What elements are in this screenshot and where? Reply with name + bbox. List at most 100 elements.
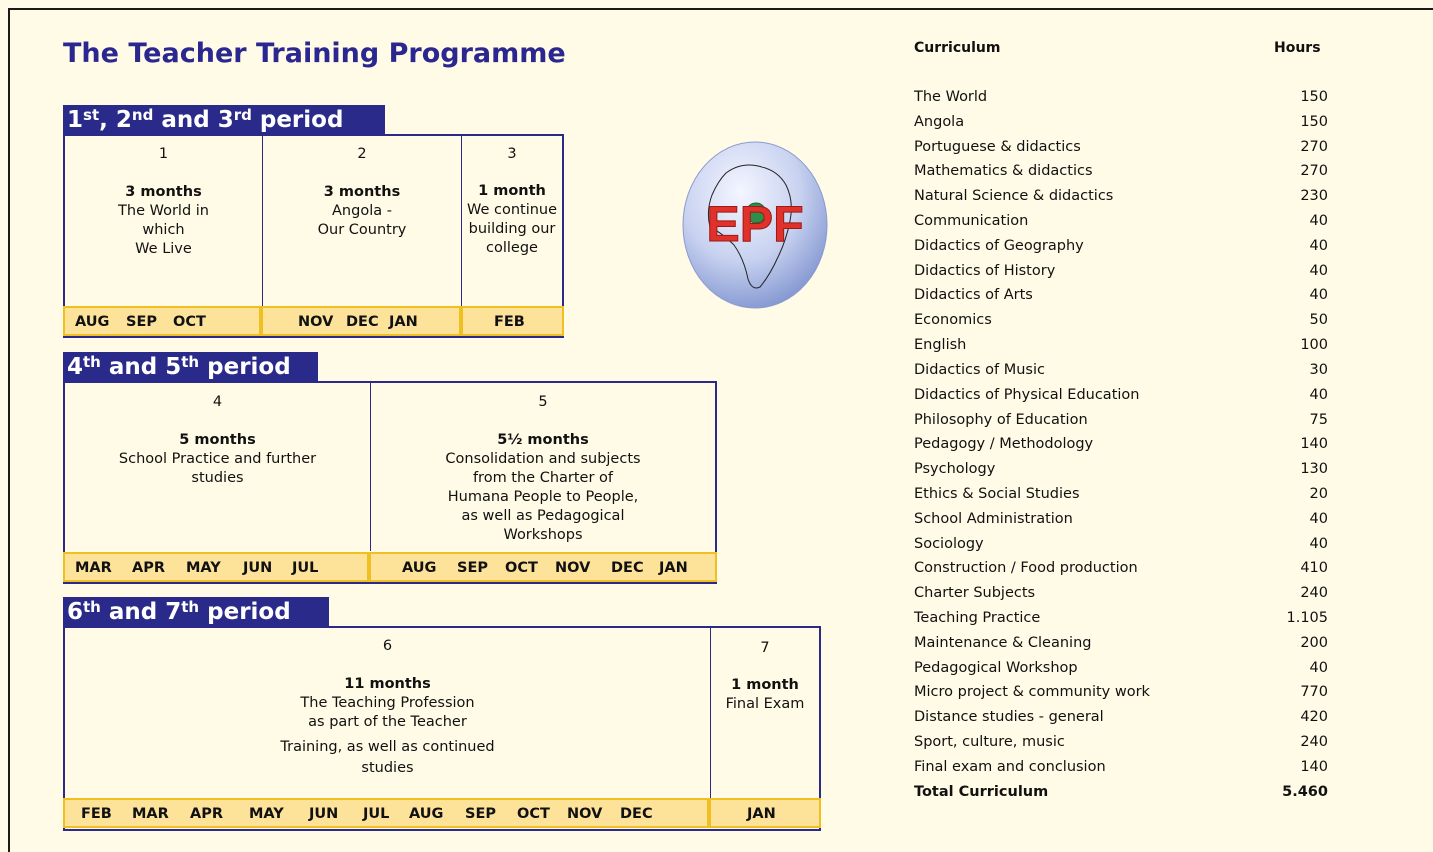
band-text: 6 [67,599,84,625]
subject-name: Economics [914,312,992,329]
band-sup: th [181,353,200,371]
subject-hours: 230 [1300,188,1328,205]
band-sup: rd [233,106,252,124]
period-table-1-3: 1 3 months The World in which We Live 2 … [63,134,564,338]
subject-hours: 75 [1309,411,1328,428]
period-cell-6: 6 11 months The Teaching Profession as p… [65,628,710,800]
month-bar-2: NOV DEC JAN [261,306,461,336]
subject-name: Pedagogy / Methodology [914,436,1094,453]
subject-hours: 40 [1309,287,1328,304]
subject-name: School Administration [914,510,1073,527]
subject-hours: 40 [1309,213,1328,230]
period-number: 4 [212,394,223,410]
period-desc-line: We Live [135,241,192,257]
subject-name: Didactics of Music [914,361,1045,378]
period-desc-line: studies [361,760,414,776]
band-text: period [199,599,291,625]
subject-hours: 270 [1300,163,1328,180]
subject-hours: 100 [1300,337,1328,354]
subject-hours: 30 [1309,361,1328,378]
band-text: 3 [217,107,234,133]
subject-hours: 1.105 [1286,610,1328,626]
subject-hours: 150 [1300,89,1328,105]
month-label: JUN [309,806,339,822]
period-number: 2 [357,146,367,162]
logo-text: EPF [706,196,803,252]
subject-hours: 200 [1300,634,1328,651]
curriculum-row: Sociology 40 [914,536,1328,560]
period-duration: 3 months [125,184,202,200]
divider [370,383,371,551]
band-text: , [99,107,116,133]
period-table-6-7: 6 11 months The Teaching Profession as p… [63,626,821,831]
divider [461,136,462,306]
subject-hours: 40 [1309,535,1328,552]
band-sup: nd [131,106,154,124]
subject-hours: 770 [1300,684,1328,701]
subject-hours: 130 [1300,461,1328,478]
month-label: AUG [75,314,110,330]
month-label: APR [132,560,166,576]
month-label: DEC [611,560,644,576]
band-text: 2 [115,107,132,133]
period-duration: 1 month [478,183,546,199]
month-label: JUL [292,560,319,576]
band-text: and 7 [100,599,182,625]
subject-name: Micro project & community work [914,684,1150,701]
band-sup: th [181,598,200,616]
page-title: The Teacher Training Programme [63,38,566,69]
period-desc-line: Humana People to People, [447,489,639,505]
band-sup: th [83,353,101,371]
month-label: NOV [298,314,334,330]
period-duration: 5 months [179,432,256,448]
subject-hours: 40 [1309,262,1328,279]
subject-name: Final exam and conclusion [914,758,1106,775]
epf-logo: EPF [682,141,828,309]
subject-hours: 20 [1309,485,1328,502]
period-band-1-3: 1st, 2nd and 3rd period [63,105,385,135]
month-label: FEB [81,806,112,822]
month-label: FEB [494,314,525,330]
month-label: OCT [505,560,538,576]
month-label: JUL [363,806,390,822]
period-band-4-5: 4th and 5th period [63,352,318,382]
period-desc-line: studies [191,470,244,486]
period-desc-line: Consolidation and subjects [445,451,641,467]
subject-name: Ethics & Social Studies [914,485,1080,502]
period-desc-line: as well as Pedagogical [461,508,625,524]
period-desc-line: Training, as well as continued [280,739,495,755]
total-hours: 5.460 [1282,783,1328,800]
subject-name: Construction / Food production [914,560,1138,577]
month-label: SEP [457,560,488,576]
month-label: NOV [555,560,591,576]
subject-hours: 240 [1300,734,1328,751]
period-desc-line: Our Country [317,222,407,238]
month-bar-3: FEB [461,306,564,336]
month-label: APR [190,806,224,822]
subject-hours: 240 [1300,585,1328,602]
period-table-4-5: 4 5 months School Practice and further s… [63,381,717,584]
period-number: 1 [158,146,169,162]
band-text: and 5 [100,354,182,380]
month-label: NOV [567,806,603,822]
subject-name: Sociology [914,535,984,552]
subject-name: Distance studies - general [914,709,1104,726]
curriculum-row: Charter Subjects 240 [914,585,1328,609]
month-bar-7: JAN [709,798,821,828]
curriculum-header: Curriculum [914,40,1001,56]
month-bar-1: AUG SEP OCT [63,306,261,336]
subject-name: Charter Subjects [914,585,1036,602]
subject-hours: 40 [1309,659,1328,676]
period-cell-4: 4 5 months School Practice and further s… [65,383,370,551]
period-duration: 3 months [323,184,401,200]
